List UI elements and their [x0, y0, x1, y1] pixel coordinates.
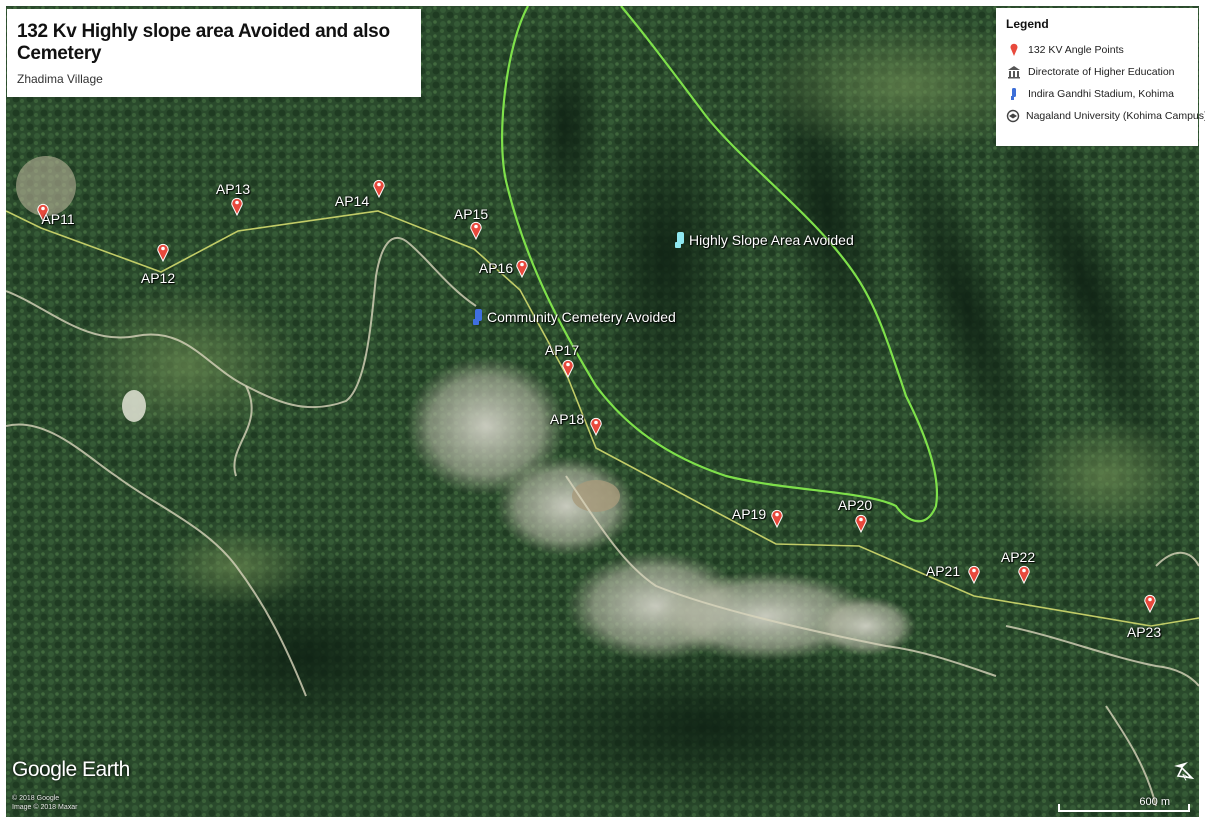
ap-label: AP12 — [140, 270, 176, 286]
red-pin-icon[interactable] — [854, 513, 868, 534]
svg-text:N: N — [1181, 770, 1193, 783]
red-pin-icon[interactable] — [230, 196, 244, 217]
blue-marker-icon — [473, 309, 482, 325]
legend-item-angle-points[interactable]: 132 KV Angle Points — [1006, 39, 1188, 61]
ap-label: AP11 — [41, 211, 75, 227]
slope-area-label: Highly Slope Area Avoided — [689, 232, 854, 248]
village-area — [406, 356, 916, 661]
red-pin-icon[interactable] — [589, 416, 603, 437]
map-subtitle: Zhadima Village — [17, 72, 103, 86]
scale-bar: 600 m — [1058, 796, 1190, 814]
ap-label: AP17 — [544, 342, 580, 358]
building-icon — [1006, 64, 1022, 80]
ap-label: AP14 — [334, 193, 370, 209]
legend-item-university[interactable]: Nagaland University (Kohima Campus) — [1006, 105, 1205, 127]
red-pin-icon[interactable] — [770, 508, 784, 529]
ap-label: AP19 — [731, 506, 767, 522]
map-title: 132 Kv Highly slope area Avoided and als… — [17, 21, 390, 64]
ap-label: AP18 — [549, 411, 585, 427]
cemetery-annotation[interactable]: Community Cemetery Avoided — [472, 308, 676, 326]
cyan-marker-icon — [675, 232, 684, 248]
legend-title: Legend — [1006, 17, 1049, 31]
avoided-area-boundary — [501, 6, 938, 523]
terrain-shading — [16, 16, 1196, 816]
legend-item-label: Indira Gandhi Stadium, Kohima — [1028, 88, 1174, 100]
red-pin-icon — [1006, 42, 1022, 58]
ap-label: AP16 — [478, 260, 514, 276]
cemetery-label: Community Cemetery Avoided — [487, 309, 676, 325]
red-pin-icon[interactable] — [36, 202, 50, 223]
red-pin-icon[interactable] — [469, 220, 483, 241]
red-pin-icon[interactable] — [156, 242, 170, 263]
blue-figure-icon — [1006, 86, 1022, 102]
google-earth-logo: Google Earth — [12, 758, 130, 781]
red-pin-icon[interactable] — [561, 358, 575, 379]
legend-item-label: Directorate of Higher Education — [1028, 66, 1175, 78]
ap-label: AP23 — [1126, 624, 1162, 640]
legend-item-label: 132 KV Angle Points — [1028, 44, 1124, 56]
red-pin-icon[interactable] — [967, 564, 981, 585]
compass-icon[interactable]: N — [1168, 756, 1198, 786]
ap-label: AP15 — [453, 206, 489, 222]
graduation-cap-icon — [1006, 108, 1020, 124]
red-pin-icon[interactable] — [515, 258, 529, 279]
scale-label: 600 m — [1139, 796, 1170, 808]
map-title-box: 132 Kv Highly slope area Avoided and als… — [7, 9, 421, 97]
ap-label: AP13 — [215, 181, 251, 197]
legend-item-directorate[interactable]: Directorate of Higher Education — [1006, 61, 1188, 83]
ap-label: AP22 — [1000, 549, 1036, 565]
scale-bar-line — [1058, 804, 1190, 812]
legend-panel: Legend 132 KV Angle Points Directorate o… — [996, 8, 1205, 146]
legend-item-stadium[interactable]: Indira Gandhi Stadium, Kohima — [1006, 83, 1188, 105]
legend-item-label: Nagaland University (Kohima Campus) — [1026, 110, 1205, 122]
red-pin-icon[interactable] — [1143, 593, 1157, 614]
roads — [6, 236, 1199, 807]
transmission-route-line — [6, 210, 1199, 627]
slope-area-annotation[interactable]: Highly Slope Area Avoided — [674, 231, 854, 249]
imagery-copyright: © 2018 Google Image © 2018 Maxar — [12, 795, 78, 811]
ap-label: AP20 — [837, 497, 873, 513]
ap-label: AP21 — [925, 563, 961, 579]
red-pin-icon[interactable] — [1017, 564, 1031, 585]
red-pin-icon[interactable] — [372, 178, 386, 199]
